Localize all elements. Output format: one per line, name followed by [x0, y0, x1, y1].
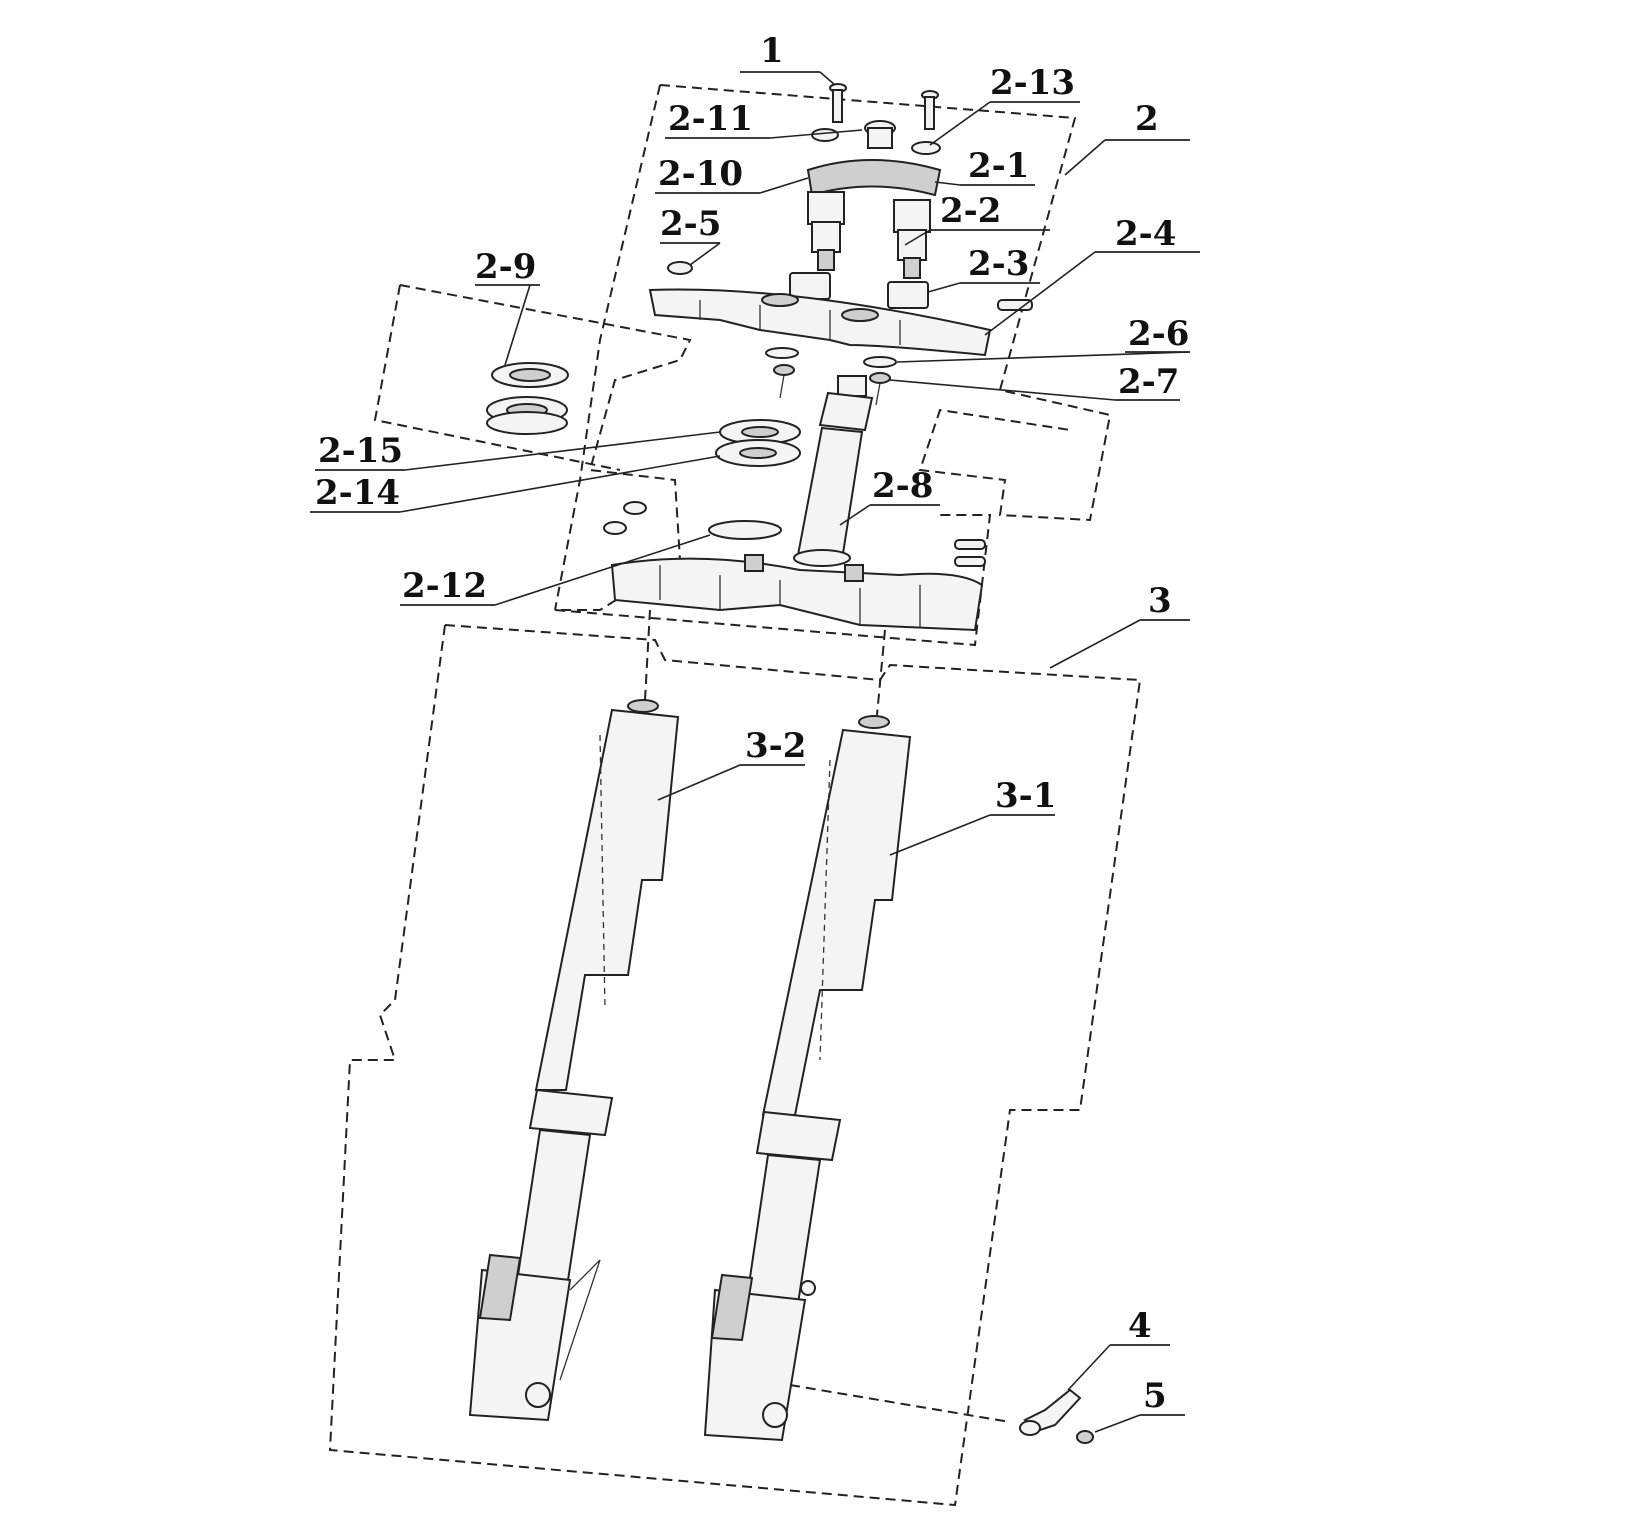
bearing-2-9	[486, 362, 569, 435]
callout-2-14: 2-14	[315, 473, 400, 513]
washers-nuts-2-6-2-7	[765, 347, 897, 406]
bolt-1	[829, 83, 847, 123]
fork-leg-3-2	[468, 699, 680, 1422]
axis-left-leg	[644, 609, 651, 701]
bolt-2-13	[921, 90, 939, 130]
callout-labels: 1 2 2-1 2-2 2-3 2-4 2-5 2-6 2-7 2-8 2-9 …	[315, 31, 1189, 1416]
callout-3: 3	[1148, 581, 1172, 621]
callout-3-1: 3-1	[995, 776, 1056, 816]
callout-2-7: 2-7	[1118, 362, 1179, 402]
leader-lines	[310, 71, 1200, 1433]
callout-2-5: 2-5	[660, 204, 721, 244]
rubber-bushing-right	[887, 281, 929, 309]
callout-2-11: 2-11	[668, 99, 753, 139]
lower-clamp-bolts-right	[954, 539, 986, 567]
callout-1: 1	[760, 31, 784, 71]
rubber-bushing-left	[789, 272, 831, 300]
boundary-group-2-upper	[659, 84, 1112, 522]
pin-right	[997, 299, 1033, 311]
bearing-2-14-2-15	[715, 419, 801, 467]
handlebar-holder-left	[807, 191, 845, 271]
boundary-lower-clamp	[554, 514, 992, 647]
handlebar-holder-right	[893, 199, 931, 279]
part-4-5	[1019, 1388, 1094, 1444]
callout-2-13: 2-13	[990, 63, 1075, 103]
plug-2-5	[667, 261, 693, 275]
lower-clamp-bolts-left	[603, 501, 647, 535]
steering-stem	[793, 375, 874, 567]
axis-right-leg	[876, 629, 886, 716]
callout-4: 4	[1128, 1306, 1152, 1346]
boundary-group-3	[328, 624, 1142, 1507]
spacer-center	[867, 127, 893, 149]
callout-2-1: 2-1	[968, 146, 1029, 186]
callout-2-15: 2-15	[318, 431, 403, 471]
washer-2-12	[708, 520, 782, 540]
upper-holder-plate	[806, 159, 942, 197]
callout-2-4: 2-4	[1115, 214, 1176, 254]
boundary-group-2-left	[554, 84, 661, 611]
washer-2-13	[911, 141, 941, 155]
callout-2-10: 2-10	[658, 154, 743, 194]
callout-3-2: 3-2	[745, 726, 806, 766]
callout-5: 5	[1143, 1376, 1167, 1416]
callout-2-8: 2-8	[872, 466, 933, 506]
upper-triple-clamp	[648, 288, 992, 357]
callout-2: 2	[1135, 99, 1159, 139]
group-boundaries	[328, 84, 1142, 1507]
lower-triple-clamp	[610, 554, 984, 632]
fork-leg-3-1	[703, 715, 912, 1442]
callout-2-6: 2-6	[1128, 314, 1189, 354]
callout-2-3: 2-3	[968, 244, 1029, 284]
washer-2-11-left	[811, 128, 839, 142]
callout-2-2: 2-2	[940, 191, 1001, 231]
callout-2-9: 2-9	[475, 247, 536, 287]
callout-2-12: 2-12	[402, 566, 487, 606]
